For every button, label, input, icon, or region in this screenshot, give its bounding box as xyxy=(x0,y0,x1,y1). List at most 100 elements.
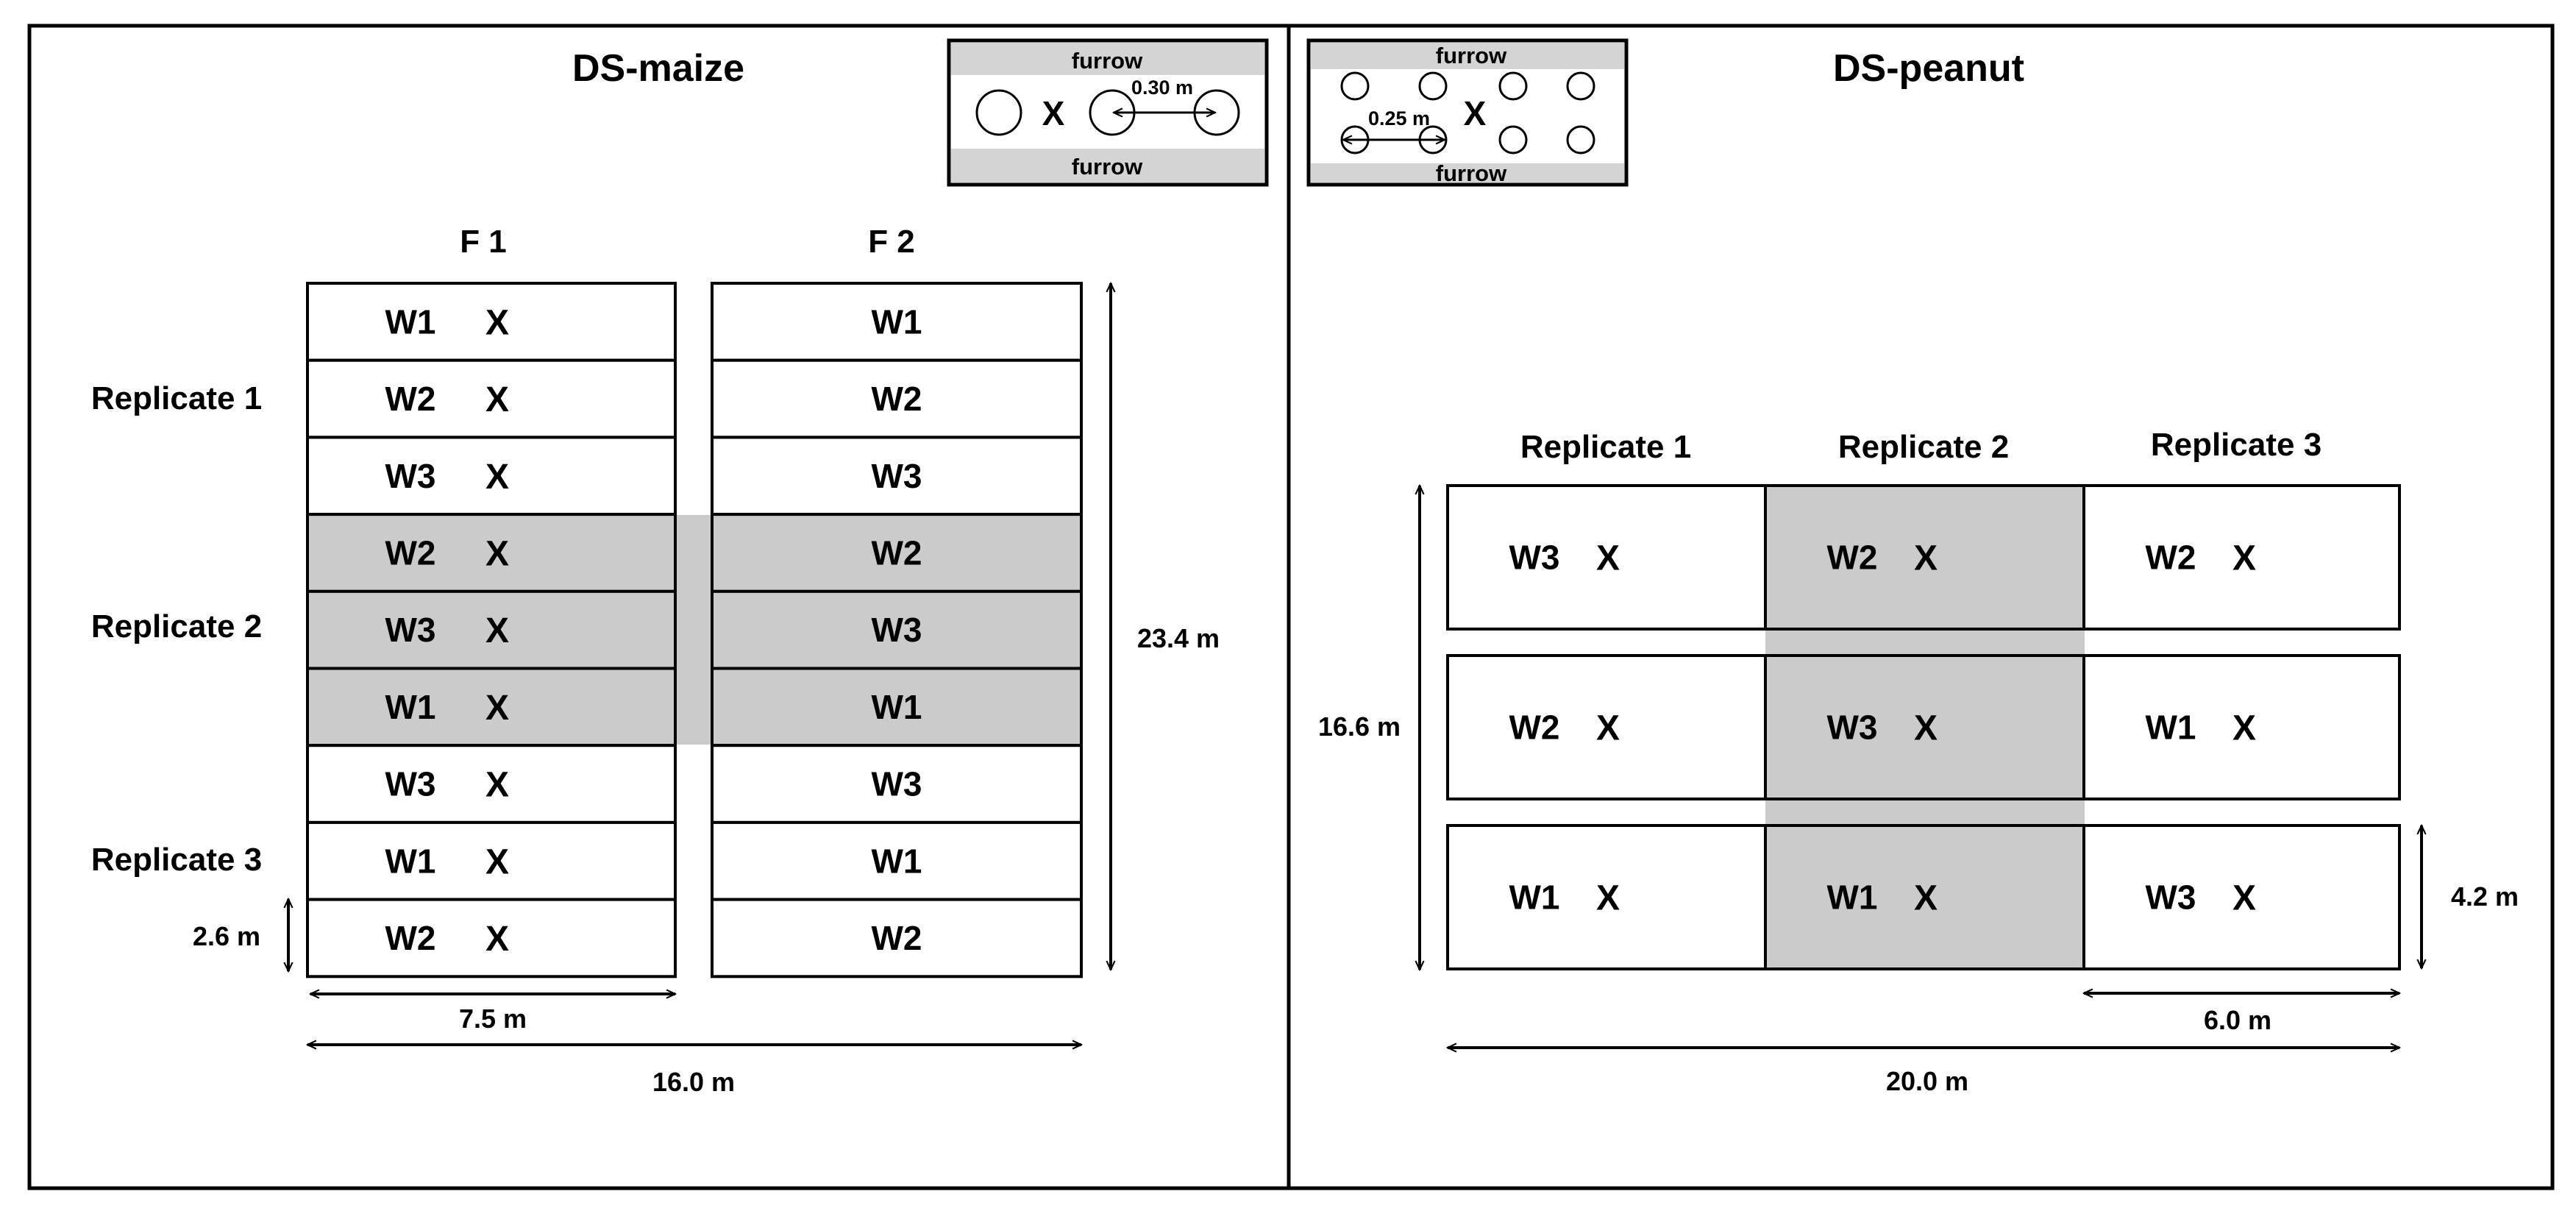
sampling-marker: X xyxy=(1914,879,1938,918)
peanut-plot-cell xyxy=(1446,654,1767,800)
maize-f1-plot-label: W2 xyxy=(385,533,436,572)
sampling-marker: X xyxy=(485,458,509,497)
maize-f2-plot-cell xyxy=(711,820,1083,901)
maize-row-label: 2.6 m xyxy=(193,921,260,951)
peanut-inset-furrow-top: furrow xyxy=(1436,43,1507,68)
sampling-marker: X xyxy=(485,689,509,728)
peanut-inset-marker: X xyxy=(1464,94,1487,132)
peanut-height-label: 16.6 m xyxy=(1318,711,1401,742)
maize-f2-plot-cell xyxy=(711,898,1083,979)
maize-f2-plot-cell xyxy=(711,358,1083,439)
peanut-plot-cell xyxy=(1446,484,1767,631)
peanut-plot: W2 X xyxy=(2082,484,2401,631)
sampling-marker: X xyxy=(485,534,509,573)
maize-f2-plot-cell xyxy=(711,744,1083,824)
maize-f1-plot-label: W3 xyxy=(385,611,436,649)
maize-f1-plot-label: W2 xyxy=(385,919,436,957)
peanut-plot: W1 X xyxy=(1764,824,2085,970)
sampling-marker: X xyxy=(1596,539,1620,578)
peanut-plot-width-label: 6.0 m xyxy=(2204,1005,2271,1035)
peanut-replicate-3-label: Replicate 3 xyxy=(2151,427,2321,463)
sampling-marker: X xyxy=(485,766,509,805)
peanut-plot-cell xyxy=(2082,824,2401,970)
plant-circle xyxy=(1340,71,1370,101)
sampling-marker: X xyxy=(2232,879,2256,918)
maize-f2-plot-row: W2 xyxy=(711,513,1083,593)
maize-f1-plot-label: W3 xyxy=(385,457,436,495)
peanut-plot: W1 X xyxy=(1446,824,1767,970)
plant-circle xyxy=(975,89,1022,136)
maize-inset-spacing: 0.30 m xyxy=(1131,77,1193,99)
maize-plot-width-label: 7.5 m xyxy=(459,1004,527,1034)
sampling-marker: X xyxy=(1914,709,1938,748)
peanut-plot-label: W2 xyxy=(1827,539,1878,577)
peanut-replicate-2-band xyxy=(1765,799,2085,825)
maize-f2-plot-cell xyxy=(711,667,1083,747)
maize-inset-furrow-bottom: furrow xyxy=(1072,154,1143,180)
maize-f2-plot-label: W3 xyxy=(872,765,922,803)
peanut-plot-cell xyxy=(1764,654,2085,800)
maize-replicate-2-band xyxy=(675,515,712,745)
peanut-plot-label: W1 xyxy=(1509,878,1560,917)
sampling-marker: X xyxy=(485,611,509,650)
plant-circle xyxy=(1566,125,1595,155)
sampling-marker: X xyxy=(2232,709,2256,748)
maize-f2-plot-row: W3 xyxy=(711,589,1083,670)
peanut-plot-label: W2 xyxy=(2146,539,2196,577)
maize-inset-marker: X xyxy=(1042,94,1065,132)
maize-f1-plot-row: W1 X xyxy=(306,820,677,901)
maize-f1-plot-cell xyxy=(306,589,677,670)
peanut-plot-label: W3 xyxy=(1509,539,1560,577)
maize-f2-plot-label: W2 xyxy=(872,919,922,957)
maize-f2-plot-row: W3 xyxy=(711,744,1083,824)
peanut-replicate-2-label: Replicate 2 xyxy=(1838,429,2009,465)
maize-f2-plot-label: W1 xyxy=(872,688,922,726)
sampling-marker: X xyxy=(485,842,509,881)
sampling-marker: X xyxy=(485,303,509,342)
furrow-strip-bottom xyxy=(1311,163,1624,182)
peanut-plot-height-label: 4.2 m xyxy=(2451,881,2519,912)
maize-f1-plot-row: W3 X xyxy=(306,744,677,824)
maize-f1-plot-row: W2 X xyxy=(306,513,677,593)
maize-f1-plot-label: W1 xyxy=(385,302,436,341)
peanut-plot-label: W3 xyxy=(2146,878,2196,917)
peanut-plot-label: W2 xyxy=(1509,709,1560,747)
sampling-marker: X xyxy=(485,920,509,959)
plant-circle xyxy=(1418,71,1448,101)
maize-f2-plot-row: W2 xyxy=(711,898,1083,979)
maize-f2-plot-label: W2 xyxy=(872,380,922,418)
peanut-plot-cell xyxy=(1764,824,2085,970)
sampling-marker: X xyxy=(1596,879,1620,918)
peanut-plot-label: W1 xyxy=(1827,878,1878,917)
maize-f2-plot-label: W3 xyxy=(872,457,922,495)
maize-f1-plot-label: W1 xyxy=(385,842,436,880)
maize-replicate-3-label: Replicate 3 xyxy=(91,842,262,878)
furrow-strip-top xyxy=(1311,43,1624,69)
maize-f1-plot-row: W3 X xyxy=(306,589,677,670)
peanut-plot-label: W3 xyxy=(1827,709,1878,747)
plant-circle xyxy=(1498,71,1528,101)
peanut-replicate-2-band xyxy=(1765,629,2085,656)
sampling-marker: X xyxy=(2232,539,2256,578)
outer-frame xyxy=(27,24,2555,1190)
peanut-title: DS-peanut xyxy=(1833,47,2024,90)
maize-height-label: 23.4 m xyxy=(1137,623,1220,653)
peanut-inset-spacing: 0.25 m xyxy=(1368,107,1430,129)
maize-f1-plot-label: W2 xyxy=(385,380,436,418)
maize-replicate-1-label: Replicate 1 xyxy=(91,380,262,416)
maize-f2-plot-row: W1 xyxy=(711,820,1083,901)
maize-f2-plot-label: W1 xyxy=(872,842,922,880)
peanut-plot-cell xyxy=(1446,824,1767,970)
peanut-plot-cell xyxy=(2082,654,2401,800)
maize-field-label-f2: F 2 xyxy=(868,224,915,260)
maize-field-label-f1: F 1 xyxy=(460,224,507,260)
maize-f1-plot-label: W3 xyxy=(385,765,436,803)
